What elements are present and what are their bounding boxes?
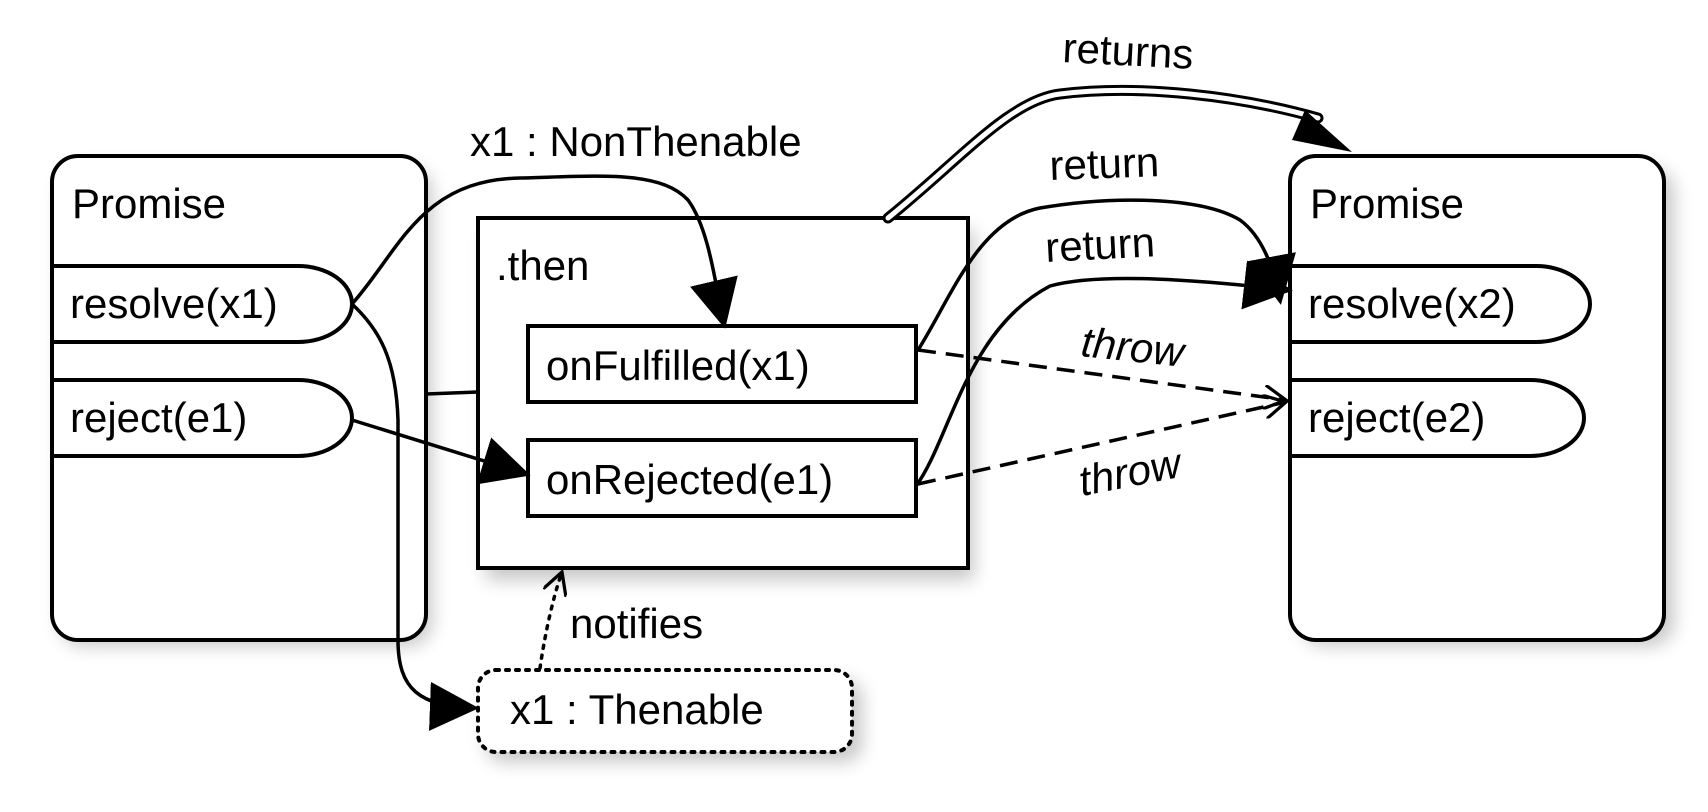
then-box-title: .then <box>496 242 589 289</box>
right-resolve-label: resolve(x2) <box>1308 280 1516 327</box>
left-promise-title: Promise <box>72 180 226 227</box>
non-thenable-arrow <box>350 174 738 329</box>
returns-label: returns <box>1062 24 1195 78</box>
non-thenable-label: x1 : NonThenable <box>470 118 802 165</box>
reject-arrow <box>351 418 531 485</box>
rejected-throw-label: throw <box>1075 439 1187 505</box>
right-reject-label: reject(e2) <box>1308 394 1485 441</box>
right-resolve-lozenge <box>1292 264 1592 344</box>
notifies-label: notifies <box>570 600 703 647</box>
left-resolve-label: resolve(x1) <box>70 280 278 327</box>
thenable-box: x1 : Thenable <box>476 668 854 754</box>
rejected-return-label: return <box>1044 218 1156 271</box>
fulfilled-return-label: return <box>1049 138 1160 189</box>
edges: x1 : NonThenable notifies returns return… <box>350 24 1352 731</box>
thenable-arrow <box>350 302 479 731</box>
rejected-throw-arrow <box>917 402 1286 486</box>
right-promise-title: Promise <box>1310 180 1464 227</box>
left-reject-label: reject(e1) <box>70 394 247 441</box>
fulfilled-throw-arrow <box>917 348 1286 400</box>
on-rejected-label: onRejected(e1) <box>546 456 833 503</box>
fulfilled-return-arrow <box>916 198 1296 351</box>
thenable-label: x1 : Thenable <box>510 686 764 733</box>
fulfilled-throw-label: throw <box>1079 318 1189 376</box>
on-fulfilled-label: onFulfilled(x1) <box>546 342 810 389</box>
left-reject-lozenge <box>54 378 354 458</box>
then-box: .then onFulfilled(x1) onRejected(e1) <box>476 216 970 570</box>
rejected-return-arrow <box>914 260 1293 488</box>
left-promise: Promise resolve(x1) reject(e1) <box>50 154 428 642</box>
right-reject-lozenge <box>1292 378 1586 458</box>
returns-arrow <box>882 84 1352 224</box>
on-rejected-box <box>526 438 918 518</box>
notifies-arrow <box>538 572 562 670</box>
promise-then-connector <box>425 390 479 396</box>
right-promise: Promise resolve(x2) reject(e2) <box>1288 154 1666 642</box>
